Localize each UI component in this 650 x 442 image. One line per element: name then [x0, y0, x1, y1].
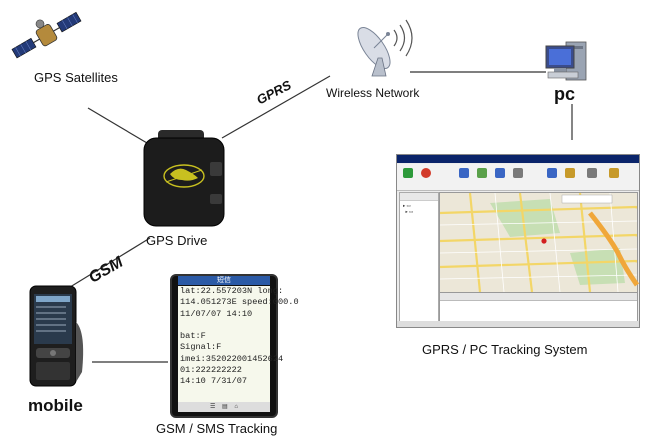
- label-mobile: mobile: [28, 396, 83, 415]
- toolbar-button[interactable]: [421, 168, 431, 178]
- sms-line: Signal:F: [180, 342, 222, 353]
- toolbar-button[interactable]: [565, 168, 575, 178]
- toolbar-button[interactable]: [609, 168, 619, 178]
- sms-line: 14:10 7/31/07: [180, 376, 248, 387]
- data-grid: [439, 292, 638, 322]
- sms-line: [178, 320, 270, 331]
- sms-line: lat:22.557203N long:: [180, 286, 284, 296]
- sms-line: 11/07/07 14:10: [180, 308, 253, 319]
- sms-message-body: lat:22.557203N long: 114.051273E speed:0…: [178, 286, 299, 404]
- line-satellite-drive: [87, 107, 148, 144]
- sms-screen-header: 短信: [178, 276, 270, 285]
- line-drive-mobile: [61, 237, 151, 293]
- tracking-map: [439, 192, 640, 293]
- toolbar-button[interactable]: [587, 168, 597, 178]
- window-toolbar: [397, 164, 639, 191]
- label-gps-satellites: GPS Satellites: [34, 70, 118, 85]
- device-tree-panel: ▸ ▭ ▸ ▭: [399, 192, 439, 322]
- gps-tracker-device: [143, 130, 225, 227]
- vehicle-marker: [541, 238, 547, 244]
- label-sms-tracking: GSM / SMS Tracking: [156, 421, 278, 436]
- label-wireless-network: Wireless Network: [326, 86, 420, 100]
- line-drive-wireless: [221, 75, 331, 139]
- toolbar-button[interactable]: [459, 168, 469, 178]
- mobile-phone: [29, 285, 84, 387]
- label-pc-tracking-system: GPRS / PC Tracking System: [422, 342, 588, 357]
- computer-icon: [545, 41, 587, 81]
- toolbar-button[interactable]: [495, 168, 505, 178]
- sms-screen-softkeys: ☰ ▤ ⌂: [178, 402, 270, 412]
- sms-line: 114.051273E speed:000.0: [180, 297, 299, 308]
- sms-phone-screen: 短信 lat:22.557203N long: 114.051273E spee…: [170, 274, 299, 418]
- sms-line: imei:352022001452624: [180, 353, 284, 364]
- window-title-bar: [397, 155, 639, 163]
- sms-line: bat:F: [180, 331, 206, 342]
- pc-tracking-window: ▸ ▭ ▸ ▭: [396, 154, 640, 328]
- toolbar-button[interactable]: [403, 168, 413, 178]
- map-canvas: [439, 192, 640, 293]
- satellite-dish-icon: [357, 19, 413, 77]
- window-status-bar: [397, 321, 639, 327]
- sms-line: 01:222222222: [180, 365, 242, 376]
- label-pc: pc: [554, 84, 576, 104]
- globe-logo-icon: [163, 164, 205, 188]
- label-gps-drive: GPS Drive: [146, 233, 208, 248]
- toolbar-button[interactable]: [513, 168, 523, 178]
- satellite-icon: [11, 11, 82, 59]
- toolbar-button[interactable]: [547, 168, 557, 178]
- toolbar-button[interactable]: [477, 168, 487, 178]
